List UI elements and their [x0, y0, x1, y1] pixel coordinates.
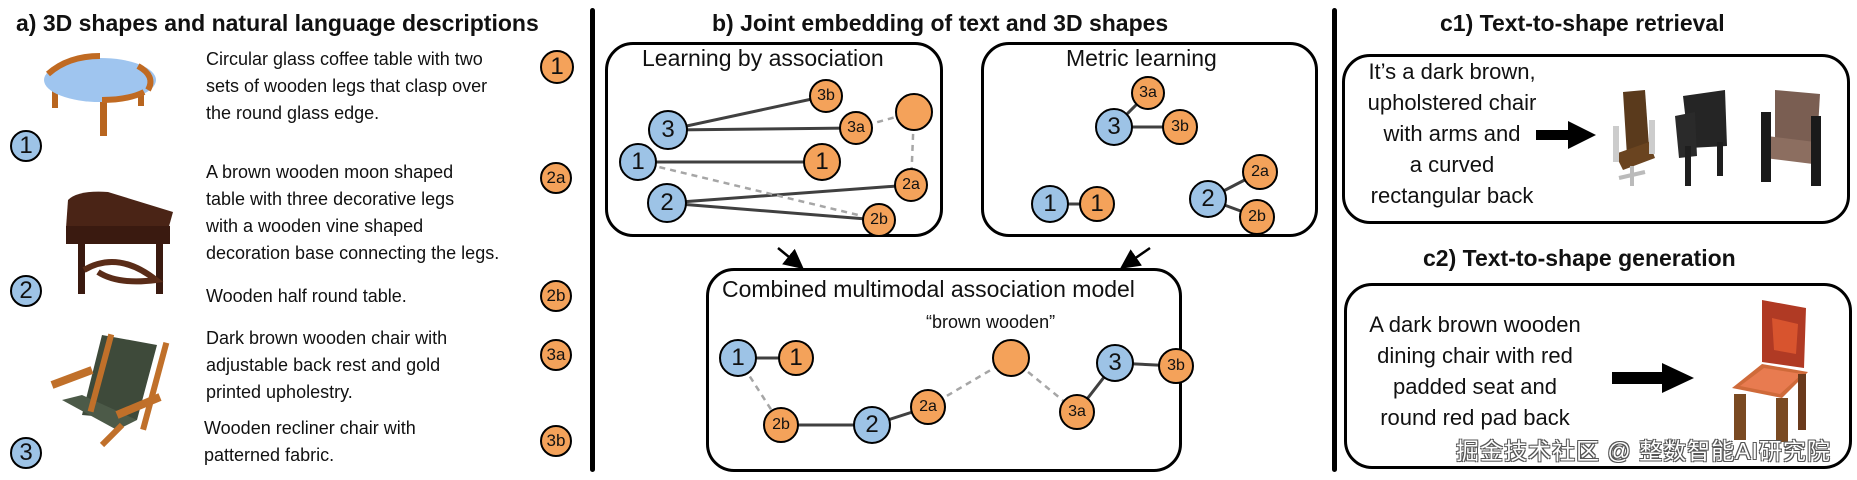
description-line: Circular glass coffee table with two [206, 49, 483, 69]
arrow-metric-to-combined [1119, 246, 1151, 269]
association-edge-s2-t2a [666, 183, 912, 205]
metric-shape-node-2: 2 [1189, 180, 1227, 218]
retrieval-query: It’s a dark brown, upholstered chair wit… [1352, 56, 1552, 211]
metric-text-node-2a: 2a [1242, 154, 1278, 190]
metric-text-node-3b: 3b [1162, 109, 1198, 145]
description-line: with a wooden vine shaped [206, 216, 424, 236]
description-1: Circular glass coffee table with two set… [206, 46, 487, 127]
association-text-node-3b: 3b [809, 79, 843, 113]
text-node-3b: 3b [540, 425, 572, 457]
text-node-2a: 2a [540, 162, 572, 194]
metric-title: Metric learning [1066, 45, 1217, 71]
association-edge-s2-t2b [666, 201, 880, 222]
metric-shape-node-1: 1 [1031, 185, 1069, 223]
brown-wooden-annotation: “brown wooden” [926, 312, 1056, 332]
retrieved-chairs-image [1613, 90, 1821, 186]
combined-text-node-3b: 3b [1158, 348, 1194, 384]
description-line: A brown wooden moon shaped [206, 162, 454, 182]
association-shape-node-3: 3 [648, 110, 688, 150]
query-line: It’s a dark brown, [1368, 59, 1536, 84]
association-shape-node-2: 2 [647, 183, 687, 223]
association-text-node-3a: 3a [839, 111, 873, 145]
text-node-3a: 3a [540, 339, 572, 371]
description-line: table with three decorative legs [206, 189, 455, 209]
combined-text-node-3a: 3a [1059, 394, 1095, 430]
association-text-node-2a: 2a [894, 168, 928, 202]
query-line: dining chair with red [1377, 343, 1573, 368]
description-line: printed upholestry. [206, 382, 353, 402]
divider-left [590, 8, 595, 472]
description-line: adjustable back rest and gold [206, 355, 441, 375]
query-line: round red pad back [1380, 405, 1570, 430]
combined-title: Combined multimodal association model [722, 276, 1135, 302]
query-line: rectangular back [1370, 183, 1534, 208]
arrow-association-to-combined [777, 247, 804, 270]
divider-right [1332, 8, 1337, 472]
watermark: 掘金技术社区 @ 整数智能AI研究院 [1456, 438, 1831, 464]
combined-text-node-2b: 2b [763, 407, 799, 443]
half-round-table-image [66, 191, 173, 294]
combined-text-node-1: 1 [778, 340, 814, 376]
combined-text-node-brown-wooden [992, 339, 1030, 377]
query-line: with arms and [1383, 121, 1521, 146]
description-3a: Dark brown wooden chair with adjustable … [206, 325, 447, 406]
description-line: Wooden recliner chair with [204, 418, 416, 438]
query-line: a curved [1409, 152, 1495, 177]
panel-c2-title: c2) Text-to-shape generation [1423, 245, 1736, 271]
association-edge-s3-t3b [667, 94, 827, 132]
retrieval-box [1342, 54, 1850, 224]
association-title: Learning by association [642, 45, 884, 71]
description-line: Dark brown wooden chair with [206, 328, 448, 348]
shape-node-2: 2 [10, 275, 42, 307]
description-3b: Wooden recliner chair with patterned fab… [204, 415, 416, 469]
panel-b-title: b) Joint embedding of text and 3D shapes [712, 10, 1169, 36]
description-line: the round glass edge. [206, 103, 380, 123]
metric-text-node-1: 1 [1079, 186, 1115, 222]
metric-text-node-3a: 3a [1131, 76, 1165, 110]
glass-coffee-table-image [44, 53, 156, 136]
text-node-1: 1 [540, 50, 574, 84]
description-line: patterned fabric. [204, 445, 335, 465]
description-line: decoration base connecting the legs. [206, 243, 500, 263]
combined-shape-node-1: 1 [719, 339, 757, 377]
combined-text-node-2a: 2a [910, 389, 946, 425]
panel-c1-title: c1) Text-to-shape retrieval [1440, 10, 1725, 36]
generation-arrow-icon [1612, 363, 1694, 393]
description-2b: Wooden half round table. [206, 283, 407, 310]
association-edge-s1-t2b [637, 160, 880, 222]
shape-node-1: 1 [10, 130, 42, 162]
combined-shape-node-2: 2 [853, 406, 891, 444]
query-line: A dark brown wooden [1369, 312, 1581, 337]
association-text-node-1: 1 [803, 143, 841, 181]
association-shape-node-1: 1 [619, 143, 657, 181]
query-line: upholstered chair [1367, 90, 1537, 115]
description-2a: A brown wooden moon shaped table with th… [206, 159, 499, 267]
generation-query: A dark brown wooden dining chair with re… [1356, 309, 1594, 433]
retrieval-arrow-icon [1536, 121, 1596, 149]
text-node-2b: 2b [540, 280, 572, 312]
generated-chair-image [1732, 300, 1808, 442]
metric-text-node-2b: 2b [1239, 199, 1275, 235]
association-text-node-2b: 2b [862, 203, 896, 237]
metric-shape-node-3: 3 [1095, 108, 1133, 146]
combined-shape-node-3: 3 [1096, 344, 1134, 382]
association-text-node-brown-wooden [895, 93, 933, 131]
association-edge-s3-t3a [667, 126, 857, 132]
shape-node-3: 3 [10, 437, 42, 469]
panel-a-title: a) 3D shapes and natural language descri… [16, 10, 539, 36]
query-line: padded seat and [1393, 374, 1557, 399]
recliner-chair-image [50, 333, 170, 448]
description-line: Wooden half round table. [206, 286, 407, 306]
description-line: sets of wooden legs that clasp over [206, 76, 488, 96]
